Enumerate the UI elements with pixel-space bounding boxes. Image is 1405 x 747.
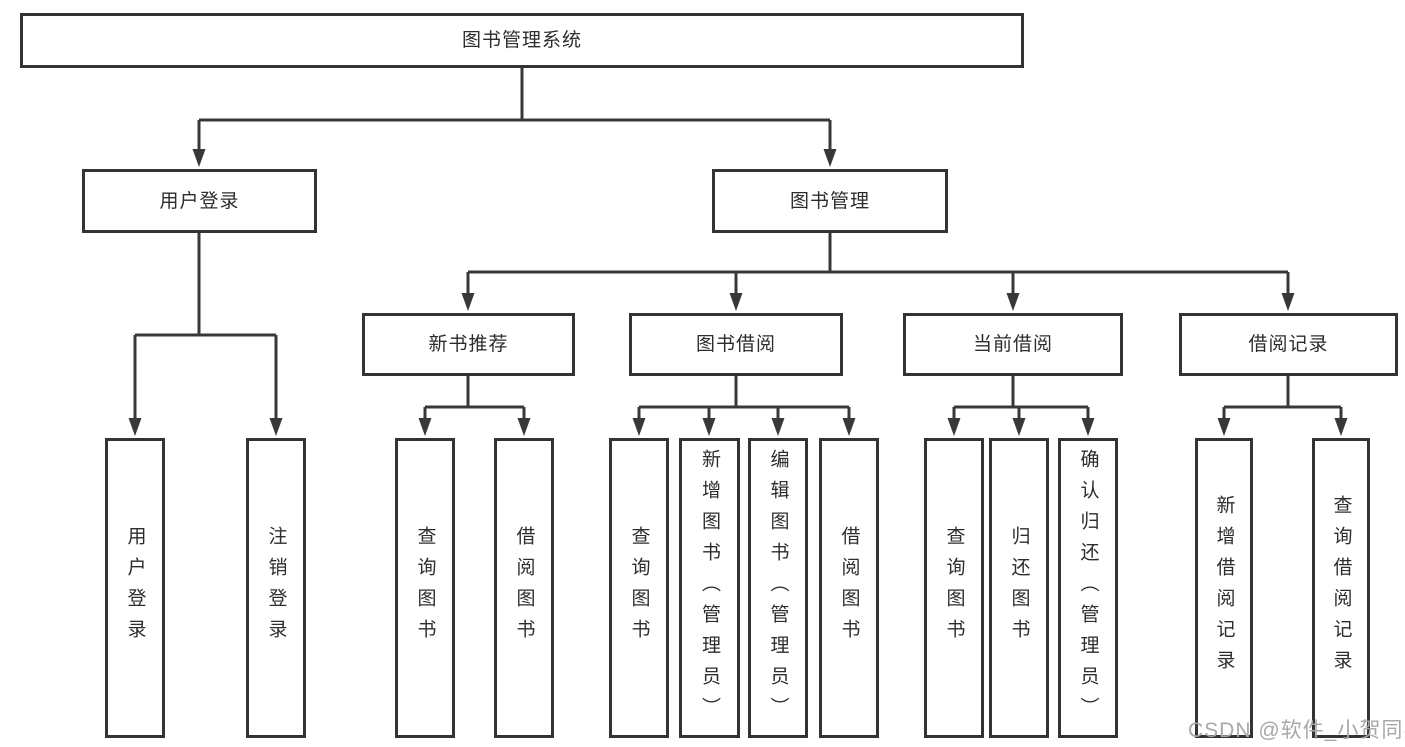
node-current-borrowing: 当前借阅 — [903, 313, 1123, 376]
node-book-management: 图书管理 — [712, 169, 948, 233]
leaf-query-books-recommend: 查询图书 — [395, 438, 455, 738]
node-library-system: 图书管理系统 — [20, 13, 1024, 68]
leaf-borrow-books-recommend: 借阅图书 — [494, 438, 554, 738]
leaf-logout-login: 注销登录 — [246, 438, 306, 738]
leaf-add-borrow-record: 新增借阅记录 — [1195, 438, 1253, 738]
node-book-borrowing: 图书借阅 — [629, 313, 843, 376]
leaf-borrow-books-borrowing: 借阅图书 — [819, 438, 879, 738]
node-borrow-records: 借阅记录 — [1179, 313, 1398, 376]
node-user-login: 用户登录 — [82, 169, 317, 233]
leaf-edit-book-admin: 编辑图书（管理员） — [748, 438, 808, 738]
leaf-return-book: 归还图书 — [989, 438, 1049, 738]
leaf-user-login: 用户登录 — [105, 438, 165, 738]
arrow-down-icons — [128, 149, 1348, 436]
leaf-add-book-admin: 新增图书（管理员） — [679, 438, 740, 738]
node-new-book-recommend: 新书推荐 — [362, 313, 575, 376]
leaf-query-borrow-record: 查询借阅记录 — [1312, 438, 1370, 738]
leaf-query-books-current: 查询图书 — [924, 438, 984, 738]
leaf-query-books-borrowing: 查询图书 — [609, 438, 669, 738]
leaf-confirm-return-admin: 确认归还（管理员） — [1058, 438, 1118, 738]
watermark-text: CSDN @软件_小贺同学 — [1188, 719, 1405, 742]
